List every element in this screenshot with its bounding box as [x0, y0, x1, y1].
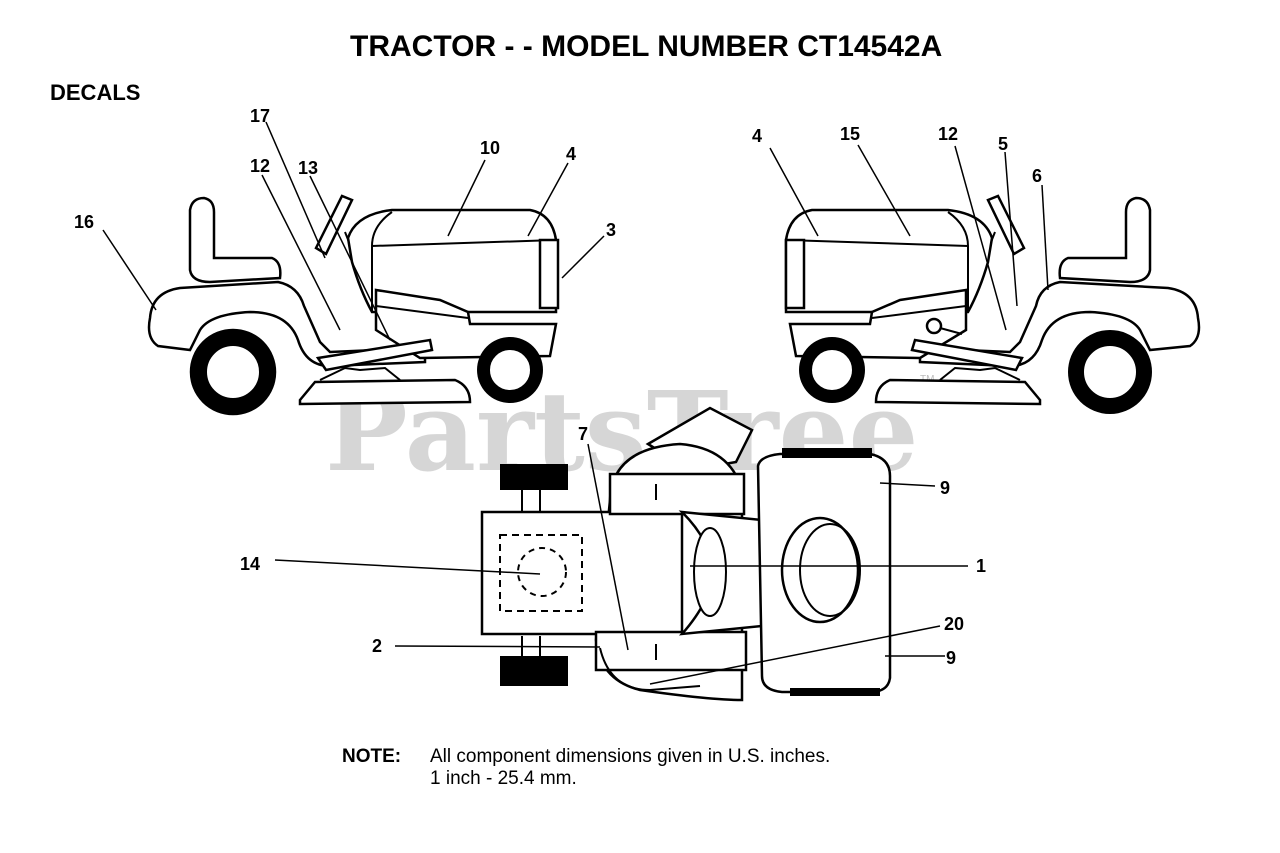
mower-deck-right — [874, 378, 1042, 406]
footrest-top — [599, 647, 701, 692]
callout-6: 6 — [1032, 166, 1042, 186]
leader-6 — [1041, 184, 1049, 291]
hood-seam-right — [785, 239, 969, 247]
front-tire-top-upper — [782, 448, 872, 458]
leader-16 — [102, 229, 157, 311]
callout-5: 5 — [998, 134, 1008, 154]
leader-20 — [649, 625, 941, 685]
frame-line — [375, 305, 469, 319]
mower-deck — [298, 378, 472, 406]
deck-link-right — [939, 366, 1021, 381]
note-line-1: All component dimensions given in U.S. i… — [430, 746, 830, 767]
leader-13 — [309, 175, 391, 341]
lift-lever-knob — [925, 317, 943, 335]
callout-12: 12 — [250, 156, 270, 176]
callout-9-upper: 9 — [940, 478, 950, 498]
rear-fender-right — [918, 280, 1201, 368]
hood-dome-inner — [799, 523, 861, 617]
leader-17 — [265, 121, 326, 259]
hood-seam — [371, 239, 557, 247]
callout-3: 3 — [606, 220, 616, 240]
callout-7: 7 — [578, 424, 588, 444]
callout-1: 1 — [976, 556, 986, 576]
tractor-left-side-view: 16 17 12 13 10 4 3 — [74, 106, 616, 416]
callout-12-right: 12 — [938, 124, 958, 144]
rear-tire-top-upper — [500, 464, 568, 490]
front-grille-right — [784, 238, 806, 310]
seat-right — [1058, 196, 1152, 284]
upper-fender-panel — [608, 472, 746, 516]
callout-15: 15 — [840, 124, 860, 144]
rear-rim-right — [1082, 344, 1138, 400]
leader-12-right — [954, 145, 1007, 331]
callout-10: 10 — [480, 138, 500, 158]
rear-tire-top-lower — [500, 656, 568, 686]
rear-rim — [205, 344, 261, 400]
hood — [346, 208, 558, 314]
seat-circle — [517, 547, 567, 597]
callout-4-right: 4 — [752, 126, 762, 146]
section-label: DECALS — [50, 80, 140, 105]
front-rim-right — [810, 348, 854, 392]
leader-5 — [1004, 151, 1018, 307]
steering-wheel-top — [693, 527, 727, 617]
note-label: NOTE: — [342, 746, 401, 767]
callout-9-lower: 9 — [946, 648, 956, 668]
footrest-right — [910, 338, 1024, 372]
page-title: TRACTOR - - MODEL NUMBER CT14542A — [350, 30, 942, 63]
leader-4-right — [769, 147, 819, 237]
callout-17: 17 — [250, 106, 270, 126]
leader-3 — [561, 235, 605, 279]
front-tire-top-lower — [790, 688, 880, 696]
leader-2 — [394, 645, 601, 648]
hood-side-edge — [371, 211, 393, 312]
leader-14 — [274, 559, 541, 575]
leader-15 — [857, 144, 911, 237]
dimension-note: NOTE: All component dimensions given in … — [342, 746, 830, 789]
seat — [188, 196, 282, 284]
steering-wheel-right — [986, 194, 1026, 256]
callout-2: 2 — [372, 636, 382, 656]
frame-line-right — [871, 305, 967, 319]
lower-fender-panel — [594, 630, 748, 672]
leader-10 — [447, 159, 486, 237]
axle-upper — [521, 490, 541, 512]
footrest — [315, 338, 434, 372]
leader-7 — [587, 443, 629, 651]
callout-4: 4 — [566, 144, 576, 164]
tractor-right-side-view: 4 15 12 5 6 — [752, 124, 1201, 414]
leader-12 — [261, 174, 341, 331]
hood-dome — [780, 516, 860, 624]
callout-16: 16 — [74, 212, 94, 232]
callout-13: 13 — [298, 158, 318, 178]
tractor-top-view: 7 9 14 1 2 20 9 — [240, 406, 986, 702]
front-rim — [488, 348, 532, 392]
seat-outline — [499, 534, 583, 612]
callout-20: 20 — [944, 614, 964, 634]
front-grille — [538, 238, 560, 310]
leader-9-upper — [879, 482, 936, 487]
rear-fender — [147, 280, 427, 368]
note-line-2: 1 inch - 25.4 mm. — [430, 768, 577, 789]
deck-link — [319, 366, 401, 381]
leader-4-left — [527, 162, 569, 237]
hood-right — [784, 208, 994, 314]
callout-14: 14 — [240, 554, 260, 574]
hood-side-edge-right — [947, 211, 969, 312]
lift-lever — [939, 327, 963, 335]
